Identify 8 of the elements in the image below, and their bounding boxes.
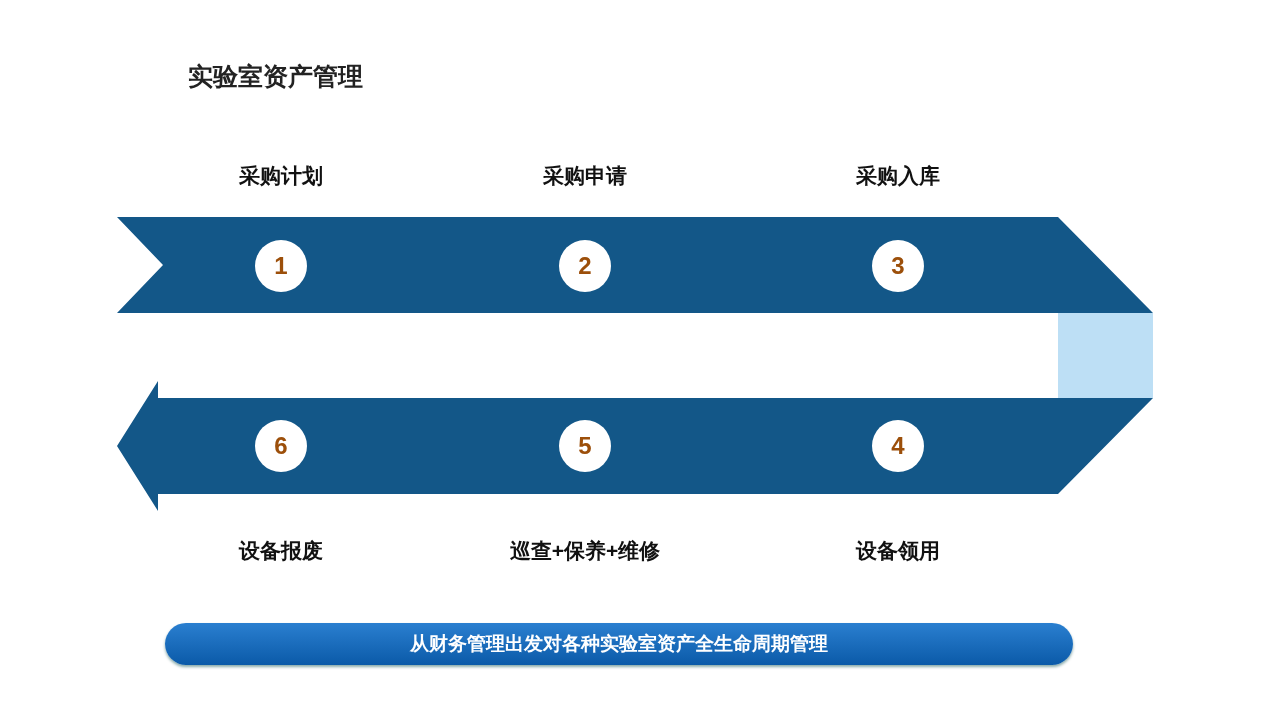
summary-banner: 从财务管理出发对各种实验室资产全生命周期管理 (165, 623, 1073, 665)
slide-title: 实验室资产管理 (188, 61, 363, 92)
step-label: 采购申请 (542, 163, 628, 189)
step-label: 设备领用 (854, 538, 941, 564)
step-label: 巡查+保养+维修 (508, 538, 662, 564)
step-label: 采购计划 (238, 163, 324, 189)
step-label: 设备报废 (237, 538, 324, 564)
step-label: 采购入库 (855, 163, 941, 189)
